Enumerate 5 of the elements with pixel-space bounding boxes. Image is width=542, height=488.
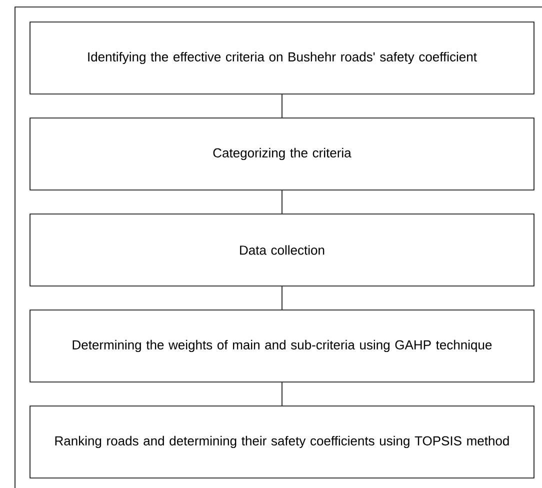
process-box: Identifying the effective criteria on Bushehr roads' safety coefficient [30,22,534,94]
process-box: Categorizing the criteria [30,118,534,190]
process-box: Determining the weights of main and sub-criteria using GAHP technique [30,310,534,382]
process-box: Data collection [30,214,534,286]
process-box: Ranking roads and determining their safety coefficients using TOPSIS method [30,406,534,478]
